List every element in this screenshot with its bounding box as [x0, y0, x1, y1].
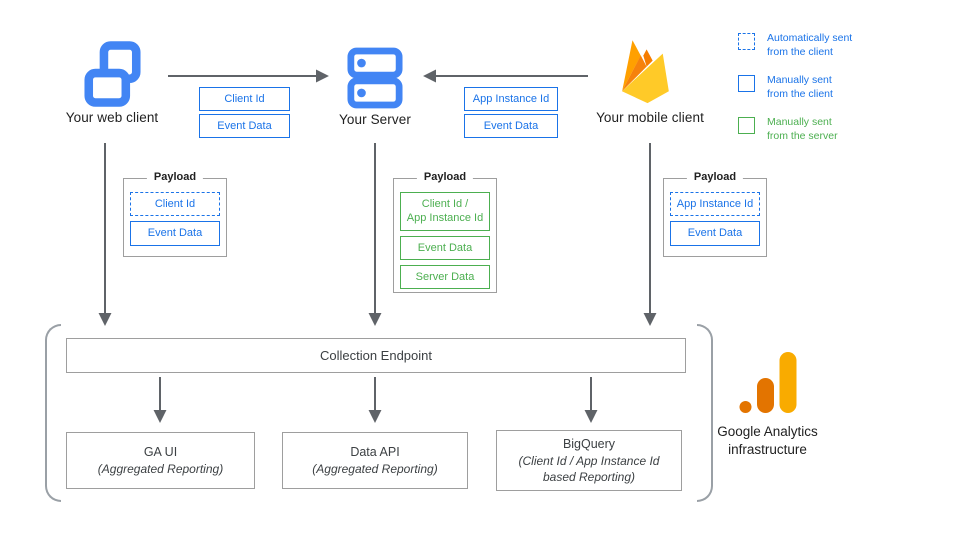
- legend-item-manual-server: Manually sent from the server: [738, 115, 953, 143]
- payload-server-items: Client Id / App Instance Id Event Data S…: [394, 179, 496, 297]
- payload-mobile: Payload App Instance Id Event Data: [663, 171, 767, 257]
- server-icon: [347, 47, 403, 109]
- brand-line-2: infrastructure: [728, 442, 807, 458]
- payload-item-event-data: Event Data: [670, 221, 760, 246]
- output-title: BigQuery: [562, 436, 616, 451]
- output-box-data-api: Data API (Aggregated Reporting): [282, 432, 468, 489]
- payload-mobile-items: App Instance Id Event Data: [664, 179, 766, 254]
- payload-item-server-data: Server Data: [400, 264, 490, 290]
- legend-line: Automatically sent: [767, 32, 853, 44]
- payload-item-event-data: Event Data: [400, 235, 490, 260]
- payload-web-title: Payload: [146, 171, 204, 183]
- brand-line-1: Google Analytics: [717, 424, 818, 439]
- legend-item-auto-client: Automatically sent from the client: [738, 31, 953, 59]
- infrastructure-bracket-left: [45, 324, 61, 502]
- legend-line: from the client: [767, 88, 833, 100]
- legend-line: from the client: [767, 46, 833, 58]
- legend-line: Manually sent: [767, 74, 832, 86]
- legend-swatch-dashed-blue: [738, 33, 755, 50]
- output-box-bigquery: BigQuery (Client Id / App Instance Id ba…: [496, 430, 682, 491]
- output-title: Data API: [350, 444, 400, 459]
- output-box-ga-ui: GA UI (Aggregated Reporting): [66, 432, 255, 489]
- mobile-client-label: Your mobile client: [596, 110, 704, 125]
- legend-item-manual-client: Manually sent from the client: [738, 73, 953, 101]
- output-subtitle: (Aggregated Reporting): [97, 461, 224, 476]
- firebase-icon: [622, 40, 669, 104]
- legend-text: Manually sent from the client: [767, 73, 833, 101]
- flow-label-app-instance-id: App Instance Id: [464, 87, 558, 111]
- legend-text: Manually sent from the server: [767, 115, 838, 143]
- flow-label-event-data: Event Data: [199, 114, 290, 138]
- payload-item-app-instance-id: App Instance Id: [670, 192, 760, 217]
- legend: Automatically sent from the client Manua…: [738, 31, 953, 143]
- output-title: GA UI: [143, 444, 178, 459]
- legend-text: Automatically sent from the client: [767, 31, 852, 59]
- flow-label-event-data-2: Event Data: [464, 114, 558, 138]
- output-subtitle: (Client Id / App Instance Id based Repor…: [518, 453, 660, 484]
- legend-swatch-green: [738, 117, 755, 134]
- payload-item-event-data: Event Data: [130, 221, 220, 246]
- collection-endpoint-box: Collection Endpoint: [66, 338, 686, 373]
- payload-item-client-or-app-id: Client Id / App Instance Id: [400, 192, 490, 231]
- google-analytics-logo: [739, 352, 797, 413]
- payload-web-items: Client Id Event Data: [124, 179, 226, 254]
- payload-mobile-title: Payload: [686, 171, 744, 183]
- legend-swatch-solid-blue: [738, 75, 755, 92]
- web-client-label: Your web client: [65, 110, 159, 125]
- payload-server-title: Payload: [416, 171, 474, 183]
- infrastructure-brand-label: Google Analytics infrastructure: [705, 423, 830, 459]
- infrastructure-bracket-right: [697, 324, 713, 502]
- legend-line: from the server: [767, 130, 838, 142]
- legend-line: Manually sent: [767, 116, 832, 128]
- payload-item-client-id: Client Id: [130, 192, 220, 217]
- flow-label-client-id: Client Id: [199, 87, 290, 111]
- server-label: Your Server: [339, 112, 411, 127]
- web-client-icon: [84, 41, 141, 107]
- payload-server: Payload Client Id / App Instance Id Even…: [393, 171, 497, 293]
- output-subtitle: (Aggregated Reporting): [312, 461, 438, 476]
- payload-web: Payload Client Id Event Data: [123, 171, 227, 257]
